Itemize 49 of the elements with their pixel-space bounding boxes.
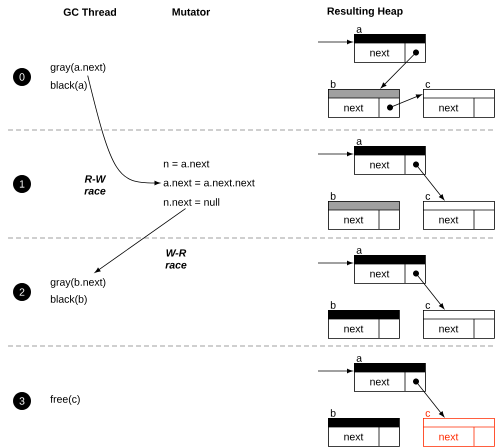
arrow: [87, 75, 160, 186]
arrow: [416, 164, 444, 200]
heap-object: next: [328, 89, 400, 118]
arrow: [380, 52, 416, 88]
heap-object: next: [422, 200, 495, 230]
arrow: [318, 260, 353, 266]
code-line: a.next = a.next.next: [164, 180, 255, 186]
step-number: 2: [13, 283, 31, 301]
object-letter: b: [330, 409, 336, 417]
column-heading: Resulting Heap: [328, 7, 403, 17]
arrow: [318, 152, 353, 156]
arrow: [390, 94, 422, 108]
arrow: [318, 368, 353, 374]
code-line: n = a.next: [164, 160, 210, 168]
heap-object: next: [328, 418, 400, 447]
arrow: [94, 208, 186, 273]
code-line: gray(b.next): [50, 278, 106, 288]
arrow: [416, 381, 444, 418]
heap-object: next: [328, 200, 400, 230]
column-heading: GC Thread: [64, 8, 116, 16]
object-letter: a: [356, 139, 362, 145]
heap-object: next: [354, 254, 426, 284]
object-letter: c: [426, 82, 430, 88]
step-number: 1: [13, 175, 31, 193]
object-letter: a: [356, 356, 362, 362]
step-number: 3: [13, 392, 31, 410]
column-heading: Mutator: [172, 8, 210, 16]
heap-object: next: [354, 146, 426, 175]
object-letter: a: [356, 27, 362, 33]
arrow: [318, 40, 353, 44]
object-letter: c: [426, 411, 430, 417]
heap-object: next: [422, 310, 495, 339]
object-letter: b: [330, 301, 336, 309]
edge-label: W-R race: [163, 248, 189, 270]
step-number: 0: [13, 68, 31, 86]
object-letter: c: [426, 194, 430, 200]
code-line: gray(a.next): [50, 63, 106, 73]
object-letter: b: [330, 80, 336, 88]
heap-object: next: [354, 363, 426, 392]
edge-label: R-W race: [82, 174, 108, 196]
heap-object: next: [422, 418, 495, 447]
arrow: [416, 273, 444, 310]
code-line: n.next = null: [164, 198, 220, 206]
object-letter: b: [330, 192, 336, 200]
object-letter: c: [426, 303, 430, 309]
heap-object: next: [354, 34, 426, 63]
heap-object: next: [328, 310, 400, 339]
object-letter: a: [356, 248, 362, 254]
heap-object: next: [422, 89, 495, 118]
